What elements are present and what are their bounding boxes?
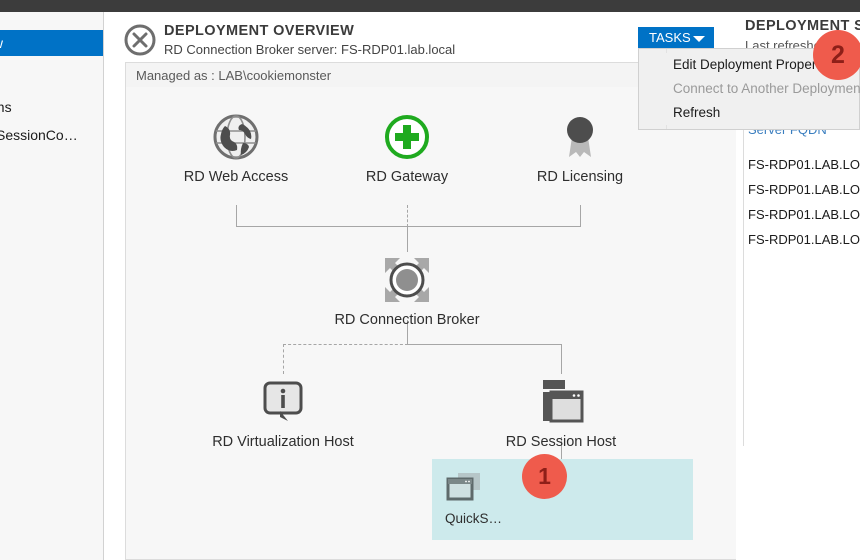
page-subtitle: RD Connection Broker server: FS-RDP01.la… xyxy=(164,42,455,57)
diagram-node-label: RD Virtualization Host xyxy=(193,434,373,450)
diagram-node-label: RD Gateway xyxy=(317,169,497,185)
menu-item-connect-to-another-deployment: Connect to Another Deployment xyxy=(639,77,859,101)
collection-windows-icon xyxy=(446,472,482,507)
diagram-node-label: RD Licensing xyxy=(490,169,670,185)
globe-icon xyxy=(146,109,326,165)
connector-gateway-dashed-upper xyxy=(407,205,408,227)
page-title: DEPLOYMENT OVERVIEW xyxy=(164,23,354,39)
sidebar-item-label: …iew xyxy=(0,35,3,51)
annotation-badge-2: 2 xyxy=(813,30,860,80)
sidebar-item-quicksessioncollection[interactable]: …ckSessionCo… xyxy=(0,122,103,148)
diagram-node-label: RD Connection Broker xyxy=(317,312,497,328)
connector-session-host-drop xyxy=(561,344,562,374)
tasks-button-label: TASKS xyxy=(649,30,691,45)
diagram-node-rd-gateway[interactable]: RD Gateway xyxy=(317,109,497,185)
table-row[interactable]: FS-RDP01.LAB.LOCAL xyxy=(748,182,860,197)
broker-arrows-icon xyxy=(317,252,497,308)
diagram-node-rd-connection-broker[interactable]: RD Connection Broker xyxy=(317,252,497,328)
session-host-icon xyxy=(471,374,651,430)
green-plus-circle-icon xyxy=(317,109,497,165)
sidebar-item-label: …ckSessionCo… xyxy=(0,127,78,143)
menu-item-refresh[interactable]: Refresh xyxy=(639,101,859,125)
menu-item-label: Connect to Another Deployment xyxy=(673,81,860,96)
sidebar-item-overview[interactable]: …iew xyxy=(0,30,103,56)
annotation-badge-1: 1 xyxy=(522,454,567,499)
managed-as-text: Managed as : LAB\cookiemonster xyxy=(136,68,331,83)
connector-virtualization-host-drop xyxy=(283,344,284,374)
tasks-button[interactable]: TASKS xyxy=(638,27,714,48)
diagram-node-label: RD Web Access xyxy=(146,169,326,185)
info-bubble-icon xyxy=(193,374,373,430)
connector-bus-to-broker xyxy=(407,226,408,252)
diagram-node-label: RD Session Host xyxy=(471,434,651,450)
connector-lower-bus-dashed-left xyxy=(283,344,408,345)
sidebar-item-servers[interactable]: …rs xyxy=(0,62,103,88)
chevron-down-icon xyxy=(693,36,705,42)
navigation-pane: …iew …rs …tions …ckSessionCo… xyxy=(0,12,104,560)
window-titlebar xyxy=(0,0,860,12)
diagram-node-rd-web-access[interactable]: RD Web Access xyxy=(146,109,326,185)
deployment-diagram: RD Web Access RD Gateway xyxy=(125,87,840,560)
broker-shortcut-icon xyxy=(124,24,156,56)
table-row[interactable]: FS-RDP01.LAB.LOCAL xyxy=(748,207,860,222)
sidebar-item-label: …tions xyxy=(0,99,12,115)
diagram-node-rd-session-host[interactable]: RD Session Host xyxy=(471,374,651,450)
sidebar-item-collections[interactable]: …tions xyxy=(0,94,103,120)
diagram-node-rd-virtualization-host[interactable]: RD Virtualization Host xyxy=(193,374,373,450)
menu-item-label: Refresh xyxy=(673,105,720,120)
connector-lower-bus-solid-right xyxy=(407,344,562,345)
table-row[interactable]: FS-RDP01.LAB.LOCAL xyxy=(748,157,860,172)
connector-web-access-down xyxy=(236,205,237,227)
collection-tile-label: QuickS… xyxy=(445,511,502,526)
connector-top-bus xyxy=(236,226,581,227)
table-row[interactable]: FS-RDP01.LAB.LOCAL xyxy=(748,232,860,247)
connector-licensing-down xyxy=(580,205,581,227)
